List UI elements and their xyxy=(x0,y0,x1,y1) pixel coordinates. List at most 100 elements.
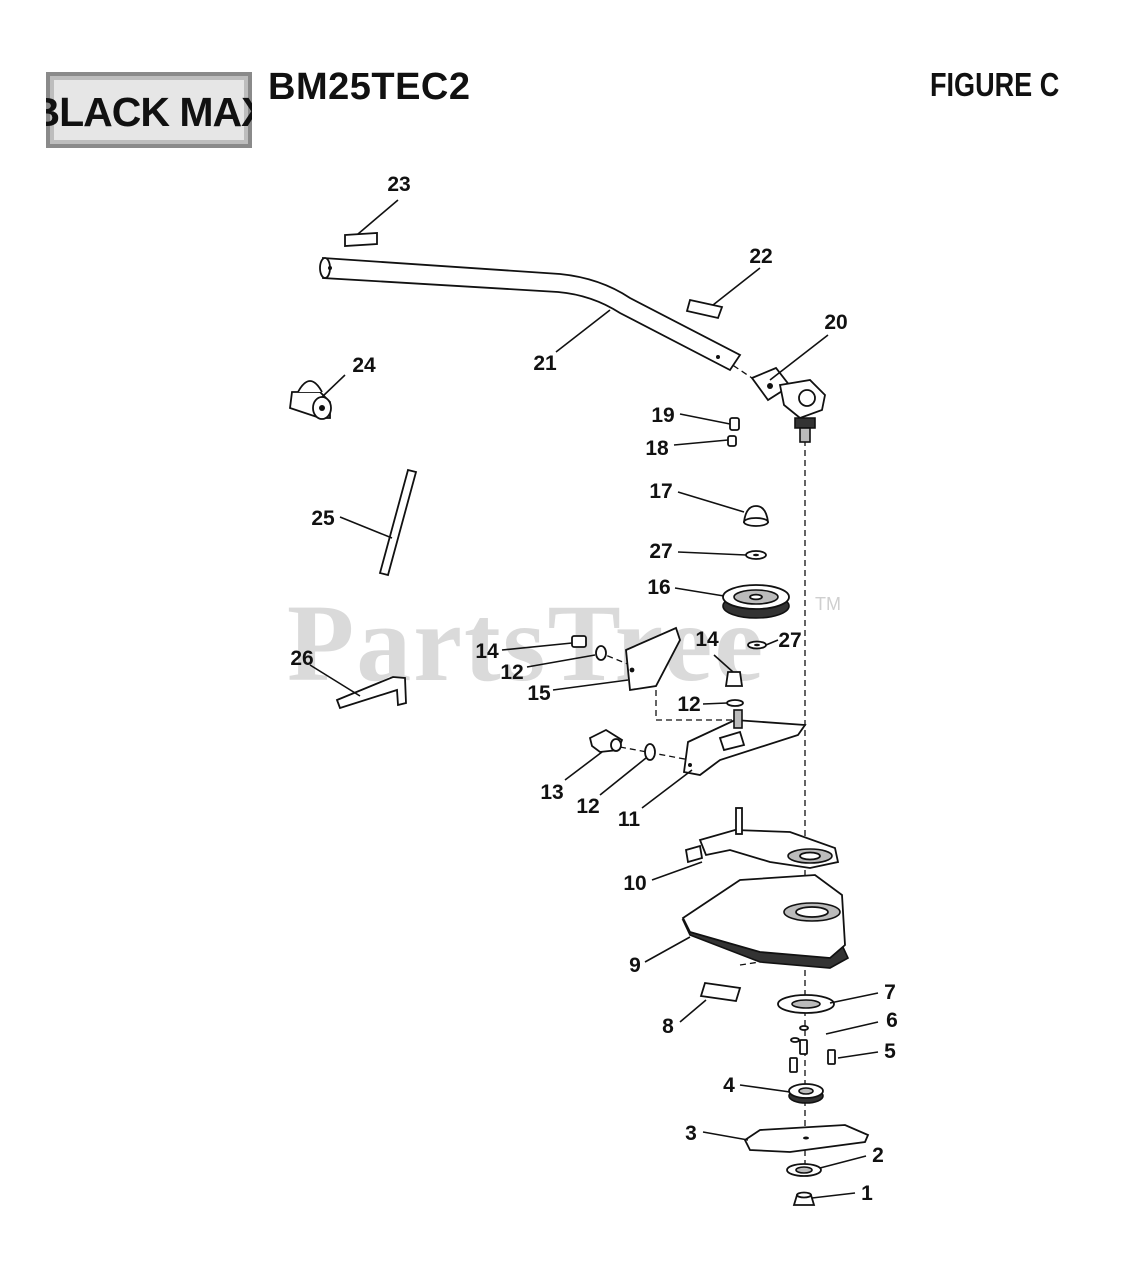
callout-13: 13 xyxy=(540,781,563,804)
leader-line xyxy=(702,702,728,705)
leader-line xyxy=(679,413,731,425)
callout-16: 16 xyxy=(647,576,670,599)
leader-line xyxy=(564,751,603,781)
part-19-screw[interactable] xyxy=(729,417,740,431)
callout-22: 22 xyxy=(749,245,772,268)
part-26-hex-key[interactable] xyxy=(335,676,407,710)
callout-12-lower: 12 xyxy=(576,795,599,818)
part-1-nut[interactable] xyxy=(792,1191,816,1206)
part-2-washer[interactable] xyxy=(786,1163,822,1177)
leader-line xyxy=(339,516,393,539)
callout-14-center: 14 xyxy=(695,628,719,651)
callout-6: 6 xyxy=(886,1009,898,1032)
leader-line xyxy=(739,1084,791,1093)
callout-17: 17 xyxy=(649,480,672,503)
leader-line xyxy=(765,639,779,646)
leader-line xyxy=(819,1155,867,1169)
black-max-logo: BLACK MAX xyxy=(31,72,269,148)
leader-line xyxy=(501,642,573,651)
callout-4: 4 xyxy=(723,1074,735,1097)
callout-1: 1 xyxy=(861,1182,873,1205)
part-27-washer-upper[interactable] xyxy=(745,550,767,560)
part-27-washer-lower[interactable] xyxy=(747,640,767,650)
leader-line xyxy=(357,199,399,235)
callout-27-upper: 27 xyxy=(649,540,672,563)
part-20-gearbox[interactable] xyxy=(750,366,826,443)
callout-8: 8 xyxy=(662,1015,674,1038)
leader-line xyxy=(673,439,729,446)
callout-27-lower: 27 xyxy=(778,629,801,652)
callout-26: 26 xyxy=(290,647,313,670)
part-24-clamp[interactable] xyxy=(289,380,332,420)
leader-line xyxy=(837,1051,879,1059)
part-12-washer-lower[interactable] xyxy=(644,743,656,761)
leader-line xyxy=(702,1131,749,1141)
leader-line xyxy=(769,334,829,381)
callout-18: 18 xyxy=(645,437,669,460)
part-12-washer-center[interactable] xyxy=(726,699,744,707)
callout-23: 23 xyxy=(387,173,410,196)
callout-10: 10 xyxy=(623,872,646,895)
part-17-cap[interactable] xyxy=(742,505,770,527)
leader-line xyxy=(677,551,747,556)
leader-line xyxy=(674,587,725,597)
callout-9: 9 xyxy=(629,954,641,977)
model-number: BM25TEC2 xyxy=(268,66,471,108)
callout-7: 7 xyxy=(884,981,896,1004)
part-3-blade[interactable] xyxy=(743,1124,870,1153)
part-10-guard-bracket[interactable] xyxy=(684,807,840,869)
leader-line xyxy=(677,491,745,513)
part-23-label-decal[interactable] xyxy=(344,232,378,247)
logo-text: BLACK MAX xyxy=(46,89,252,135)
part-13-knob[interactable] xyxy=(588,728,624,753)
leader-line xyxy=(651,861,703,881)
callout-19: 19 xyxy=(651,404,674,427)
callout-14-left: 14 xyxy=(475,640,499,663)
callout-2: 2 xyxy=(872,1144,884,1167)
part-8-label-decal[interactable] xyxy=(699,982,742,1002)
part-11-bracket[interactable] xyxy=(682,709,807,776)
leader-line xyxy=(641,769,693,809)
leader-line xyxy=(555,309,611,353)
part-18-screw[interactable] xyxy=(727,435,737,447)
leader-line xyxy=(644,936,691,963)
callout-11: 11 xyxy=(618,808,641,831)
part-21-shaft[interactable] xyxy=(319,257,742,372)
callout-12-center: 12 xyxy=(677,693,700,716)
callout-5: 5 xyxy=(884,1040,896,1063)
callout-3: 3 xyxy=(685,1122,697,1145)
leader-line xyxy=(526,654,596,668)
partstree-watermark: PartsTree xyxy=(287,582,766,704)
watermark-trademark: TM xyxy=(815,594,841,614)
part-6-small-washer[interactable] xyxy=(790,1025,809,1043)
leader-line xyxy=(679,999,707,1023)
leader-line xyxy=(599,757,647,796)
part-12-washer-left[interactable] xyxy=(595,645,607,661)
part-15-plate[interactable] xyxy=(625,626,681,692)
part-5-screws[interactable] xyxy=(789,1039,836,1073)
leader-line xyxy=(321,374,346,398)
callout-25: 25 xyxy=(311,507,335,530)
part-14-nut-center[interactable] xyxy=(724,671,744,687)
part-22-label-decal[interactable] xyxy=(685,298,724,320)
figure-label: FIGURE C xyxy=(930,66,1060,103)
leader-line xyxy=(552,679,629,691)
callout-15: 15 xyxy=(527,682,551,705)
callout-12-left: 12 xyxy=(500,661,523,684)
part-25-rod[interactable] xyxy=(378,468,418,577)
part-16-gear[interactable] xyxy=(722,584,790,619)
part-9-guard[interactable] xyxy=(681,874,850,969)
leader-line xyxy=(825,1021,879,1035)
part-7-cup-washer[interactable] xyxy=(777,994,835,1014)
callout-21: 21 xyxy=(533,352,557,375)
leader-line xyxy=(829,992,879,1004)
leader-line xyxy=(811,1192,856,1199)
part-14-nut-left[interactable] xyxy=(571,635,587,648)
part-4-bearing[interactable] xyxy=(788,1083,824,1104)
leader-line xyxy=(309,664,361,697)
callout-24: 24 xyxy=(352,354,376,377)
callout-20: 20 xyxy=(824,311,847,334)
leader-line xyxy=(712,267,761,306)
leader-line xyxy=(713,654,734,673)
